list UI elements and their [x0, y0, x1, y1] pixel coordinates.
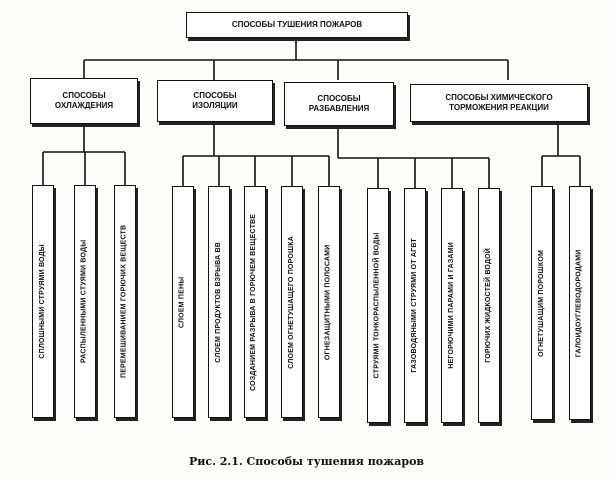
leaf-label: ГОРЮЧИХ ЖИДКОСТЕЙ ВОДОЙ — [484, 248, 492, 363]
category-label-line: ОХЛАЖДЕНИЯ — [54, 101, 114, 110]
leaf-box: СОЗДАНИЕМ РАЗРЫВА В ГОРЮЧЕМ ВЕЩЕСТВЕ — [244, 186, 266, 418]
leaf-box: ПЕРЕМЕШИВАНИЕМ ГОРЮЧИХ ВЕЩЕСТВ — [114, 185, 136, 418]
leaf-box: РАСПЫЛЕННЫМИ СТУЯМИ ВОДЫ — [74, 185, 96, 418]
figure-caption: Рис. 2.1. Способы тушения пожаров — [188, 455, 425, 468]
leaf-label: ГАЗОВОДЯНЫМИ СТРУЯМИ ОТ АГВТ — [410, 238, 418, 373]
leaf-box: СЛОЕМ ПРОДУКТОВ ВЗРЫВА ВВ — [208, 186, 230, 418]
leaf-box: ГАЛОИДОУГЛЕВОДОРОДАМИ — [569, 186, 591, 420]
leaf-box: СПЛОШНЫМИ СТРУЯМИ ВОДЫ — [32, 185, 54, 418]
leaf-label: СЛОЕМ ПРОДУКТОВ ВЗРЫВА ВВ — [214, 241, 222, 363]
leaf-box: СТРУЯМИ ТОНКОРАСПЫЛЕННОЙ ВОДЫ — [367, 188, 389, 423]
leaf-label: ОГНЕТУШАЩИМ ПОРОШКОМ — [537, 249, 545, 357]
leaf-label: РАСПЫЛЕННЫМИ СТУЯМИ ВОДЫ — [80, 239, 88, 364]
category-box-dilution: СПОСОБЫ РАЗБАВЛЕНИЯ — [284, 82, 394, 126]
leaf-label: НЕГОРЮЧИМИ ПАРАМИ И ГАЗАМИ — [447, 242, 455, 369]
leaf-label: СЛОЕМ ПЕНЫ — [178, 276, 186, 328]
leaf-box: СЛОЕМ ПЕНЫ — [172, 186, 194, 418]
leaf-label: СЛОЕМ ОГНЕТУШАЩЕГО ПОРОШКА — [287, 235, 295, 369]
leaf-label: ПЕРЕМЕШИВАНИЕМ ГОРЮЧИХ ВЕЩЕСТВ — [120, 224, 128, 379]
category-label-line: СПОСОБЫ — [62, 91, 106, 100]
category-label-line: СПОСОБЫ — [193, 91, 237, 100]
leaf-label: ОГНЕЗАЩИТНЫМИ ПОЛОСАМИ — [324, 244, 332, 360]
leaf-label: ГАЛОИДОУГЛЕВОДОРОДАМИ — [575, 249, 583, 357]
root-box: СПОСОБЫ ТУШЕНИЯ ПОЖАРОВ — [186, 12, 408, 38]
leaf-box: ГАЗОВОДЯНЫМИ СТРУЯМИ ОТ АГВТ — [404, 188, 426, 423]
category-label-line: СПОСОБЫ ХИМИЧЕСКОГО — [445, 93, 553, 102]
category-box-cooling: СПОСОБЫ ОХЛАЖДЕНИЯ — [30, 78, 138, 124]
leaf-box: ОГНЕЗАЩИТНЫМИ ПОЛОСАМИ — [318, 186, 340, 418]
leaf-box: ГОРЮЧИХ ЖИДКОСТЕЙ ВОДОЙ — [478, 188, 500, 423]
leaf-box: СЛОЕМ ОГНЕТУШАЩЕГО ПОРОШКА — [281, 186, 303, 418]
category-label-line: РАЗБАВЛЕНИЯ — [308, 104, 370, 113]
root-label: СПОСОБЫ ТУШЕНИЯ ПОЖАРОВ — [231, 20, 363, 29]
leaf-box: ОГНЕТУШАЩИМ ПОРОШКОМ — [531, 186, 553, 420]
category-label-line: СПОСОБЫ — [317, 94, 361, 103]
category-box-isolation: СПОСОБЫ ИЗОЛЯЦИИ — [157, 80, 273, 122]
category-label-line: ИЗОЛЯЦИИ — [192, 101, 238, 110]
leaf-label: СПЛОШНЫМИ СТРУЯМИ ВОДЫ — [38, 244, 46, 359]
leaf-label: СОЗДАНИЕМ РАЗРЫВА В ГОРЮЧЕМ ВЕЩЕСТВЕ — [250, 213, 258, 391]
category-label-line: ТОРМОЖЕНИЯ РЕАКЦИИ — [449, 103, 549, 112]
leaf-box: НЕГОРЮЧИМИ ПАРАМИ И ГАЗАМИ — [441, 188, 463, 423]
leaf-label: СТРУЯМИ ТОНКОРАСПЫЛЕННОЙ ВОДЫ — [373, 232, 381, 379]
category-box-chemical-inhibition: СПОСОБЫ ХИМИЧЕСКОГО ТОРМОЖЕНИЯ РЕАКЦИИ — [410, 84, 588, 122]
